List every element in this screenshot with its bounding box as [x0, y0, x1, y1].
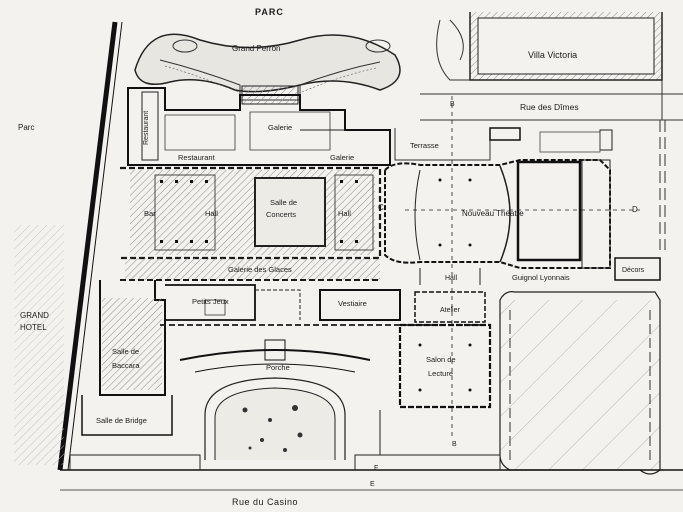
- label-restaurant-side: Restaurant: [143, 111, 150, 145]
- label-guignol: Guignol Lyonnais: [512, 273, 570, 282]
- label-hall-right: Hall: [338, 209, 351, 218]
- section-mark-b-top: B: [450, 101, 455, 108]
- label-hall-left: Hall: [205, 209, 218, 218]
- main-halls: [120, 166, 382, 281]
- section-mark-f: F: [374, 465, 378, 472]
- center-right-wing: [319, 268, 492, 409]
- label-bar: Bar: [144, 209, 156, 218]
- label-porche: Porche: [266, 363, 290, 372]
- section-mark-d: D: [632, 205, 638, 214]
- label-grand-hotel-2: HOTEL: [20, 323, 47, 332]
- label-baccara-2: Baccara: [112, 361, 140, 370]
- label-parc-top: PARC: [255, 7, 284, 17]
- label-hall-small: Hall: [445, 275, 458, 282]
- label-salle-concerts-1: Salle de: [270, 198, 297, 207]
- label-atelier: Atelier: [440, 307, 461, 314]
- label-galerie-top: Galerie: [268, 123, 292, 132]
- forecourt: [179, 339, 371, 460]
- boundary-wall-left: [57, 21, 118, 471]
- label-petits-jeux: Petits Jeux: [192, 297, 229, 306]
- section-mark-c: C: [378, 203, 384, 212]
- label-grand-perron: Grand Perron: [232, 44, 280, 53]
- section-mark-e: E: [370, 481, 375, 488]
- theatre-block: [384, 127, 661, 281]
- label-restaurant: Restaurant: [178, 153, 216, 162]
- upper-wing: [127, 87, 391, 166]
- label-parc-left: Parc: [18, 123, 34, 132]
- label-villa-victoria: Villa Victoria: [528, 50, 577, 60]
- label-galerie-des-glaces: Galerie des Glaces: [228, 265, 292, 274]
- villa-victoria: [469, 12, 663, 81]
- label-salon-1: Salon de: [426, 355, 456, 364]
- label-nouveau-theatre: Nouveau Théatre: [462, 209, 524, 218]
- label-salle-de-bridge: Salle de Bridge: [96, 416, 147, 425]
- label-decors: Décors: [622, 267, 645, 274]
- label-baccara-1: Salle de: [112, 347, 139, 356]
- label-galerie-right: Galerie: [330, 153, 354, 162]
- label-vestiaire: Vestiaire: [338, 299, 367, 308]
- grand-perron: [134, 33, 401, 105]
- label-terrasse: Terrasse: [410, 141, 439, 150]
- label-salle-concerts-2: Concerts: [266, 210, 296, 219]
- garden-right: [499, 291, 661, 475]
- grand-hotel-block: [14, 225, 64, 465]
- label-salon-2: Lecture: [428, 369, 453, 378]
- label-grand-hotel-1: GRAND: [20, 311, 49, 320]
- label-rue-du-casino: Rue du Casino: [232, 497, 298, 507]
- label-rue-des-dimes: Rue des Dîmes: [520, 102, 579, 112]
- section-mark-b-right: B: [452, 441, 457, 448]
